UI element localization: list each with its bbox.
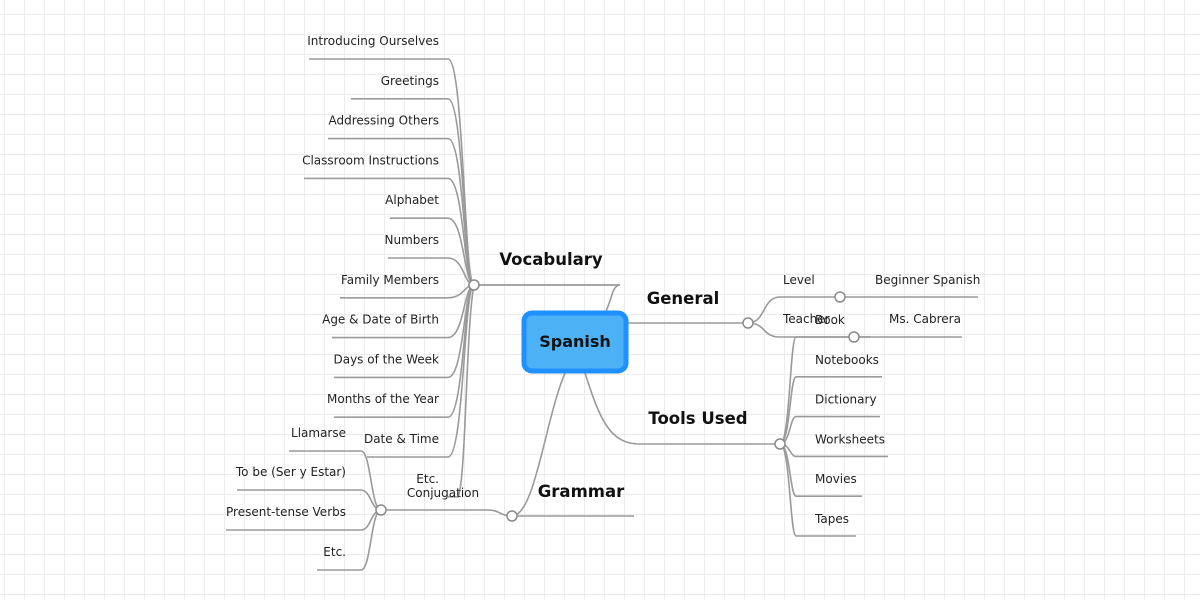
tools-leaf-connector [779, 336, 870, 445]
root-node-box [521, 310, 629, 374]
vocab-leaf-12[interactable]: Etc. [416, 472, 439, 486]
tools-leaf-connector [779, 443, 862, 497]
tools-leaf-3[interactable]: Dictionary [815, 393, 877, 407]
vocab-leaf-6[interactable]: Numbers [385, 233, 439, 247]
vocab-leaf-8[interactable]: Age & Date of Birth [322, 313, 439, 327]
conjugation-underline [381, 509, 513, 517]
vocab-leaf-connector [309, 58, 475, 286]
vocab-leaf-4[interactable]: Classroom Instructions [302, 153, 439, 167]
conjugation-leaf-3[interactable]: Present-tense Verbs [226, 505, 346, 519]
tools-leaf-2[interactable]: Notebooks [815, 353, 879, 367]
vocab-leaf-3[interactable]: Addressing Others [329, 114, 439, 128]
tools-leaf-4[interactable]: Worksheets [815, 432, 885, 446]
teacher-junction-toggle[interactable] [848, 331, 860, 343]
tools-junction-toggle[interactable] [774, 438, 786, 450]
conjugation-leaf-1[interactable]: Llamarse [291, 426, 346, 440]
root-tools-connector [584, 372, 780, 445]
conjugation-junction-toggle[interactable] [375, 504, 387, 516]
grammar-conjugation-label[interactable]: Conjugation [407, 486, 479, 500]
level-junction-toggle[interactable] [834, 291, 846, 303]
root-node-spanish[interactable]: Spanish [521, 310, 629, 374]
general-junction-toggle[interactable] [742, 317, 754, 329]
vocab-leaf-connector [304, 177, 475, 286]
grammar-junction-toggle[interactable] [506, 510, 518, 522]
vocab-leaf-5[interactable]: Alphabet [385, 193, 439, 207]
tools-leaf-1[interactable]: Book [815, 313, 845, 327]
conjugation-leaf-4[interactable]: Etc. [323, 545, 346, 559]
vocab-leaf-10[interactable]: Months of the Year [327, 392, 439, 406]
vocab-leaf-11[interactable]: Date & Time [364, 432, 439, 446]
branch-vocabulary-label[interactable]: Vocabulary [499, 250, 603, 269]
branch-grammar-label[interactable]: Grammar [538, 482, 625, 501]
conjugation-leaf-2[interactable]: To be (Ser y Estar) [235, 465, 346, 479]
general-level-label[interactable]: Level [783, 273, 815, 287]
vocab-leaf-connector [340, 284, 475, 299]
vocab-leaf-connector [332, 284, 475, 339]
tools-leaf-5[interactable]: Movies [815, 472, 857, 486]
vocab-leaf-9[interactable]: Days of the Week [333, 352, 439, 366]
branch-tools-label[interactable]: Tools Used [648, 409, 747, 428]
tools-leaf-6[interactable]: Tapes [814, 512, 849, 526]
vocab-leaf-connector [367, 284, 475, 458]
general-teacher-value[interactable]: Ms. Cabrera [889, 312, 961, 326]
conjugation-leaf-connector [289, 450, 382, 511]
general-level-value[interactable]: Beginner Spanish [875, 273, 980, 287]
vocab-leaf-1[interactable]: Introducing Ourselves [307, 34, 439, 48]
vocab-leaf-7[interactable]: Family Members [341, 273, 439, 287]
root-grammar-connector [511, 372, 566, 517]
vocab-leaf-connector [448, 284, 475, 498]
general-teacher-label[interactable]: Teacher [782, 312, 830, 326]
root-vocabulary-connector [474, 284, 621, 314]
vocab-leaf-2[interactable]: Greetings [381, 74, 439, 88]
vocabulary-junction-toggle[interactable] [468, 279, 480, 291]
root-node-label: Spanish [539, 332, 611, 351]
branch-general-label[interactable]: General [647, 289, 720, 308]
